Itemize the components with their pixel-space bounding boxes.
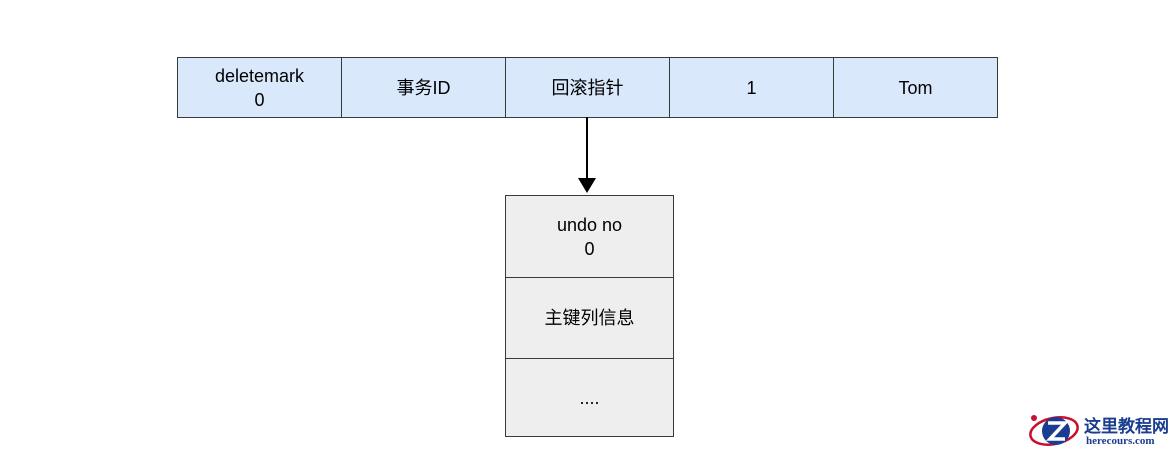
watermark-subtitle: herecours.com bbox=[1086, 435, 1155, 447]
watermark: 这里教程网 herecours.com bbox=[1028, 408, 1174, 452]
undo-cell-ellipsis: .... bbox=[506, 358, 673, 436]
record-row: deletemark 0 事务ID 回滚指针 1 Tom bbox=[177, 57, 998, 118]
undo-log-record: undo no 0 主键列信息 .... bbox=[505, 195, 674, 437]
record-cell-deletemark: deletemark 0 bbox=[177, 57, 342, 118]
undo-cell-primary-key-info: 主键列信息 bbox=[506, 277, 673, 358]
watermark-logo-icon bbox=[1029, 415, 1079, 446]
record-cell-transaction-id: 事务ID bbox=[341, 57, 506, 118]
record-cell-rollback-pointer: 回滚指针 bbox=[505, 57, 670, 118]
watermark-title: 这里教程网 bbox=[1084, 417, 1169, 437]
record-cell-name-value: Tom bbox=[833, 57, 998, 118]
undo-cell-undo-no: undo no 0 bbox=[556, 214, 623, 259]
record-cell-id-value: 1 bbox=[669, 57, 834, 118]
arrow-head bbox=[578, 178, 596, 193]
